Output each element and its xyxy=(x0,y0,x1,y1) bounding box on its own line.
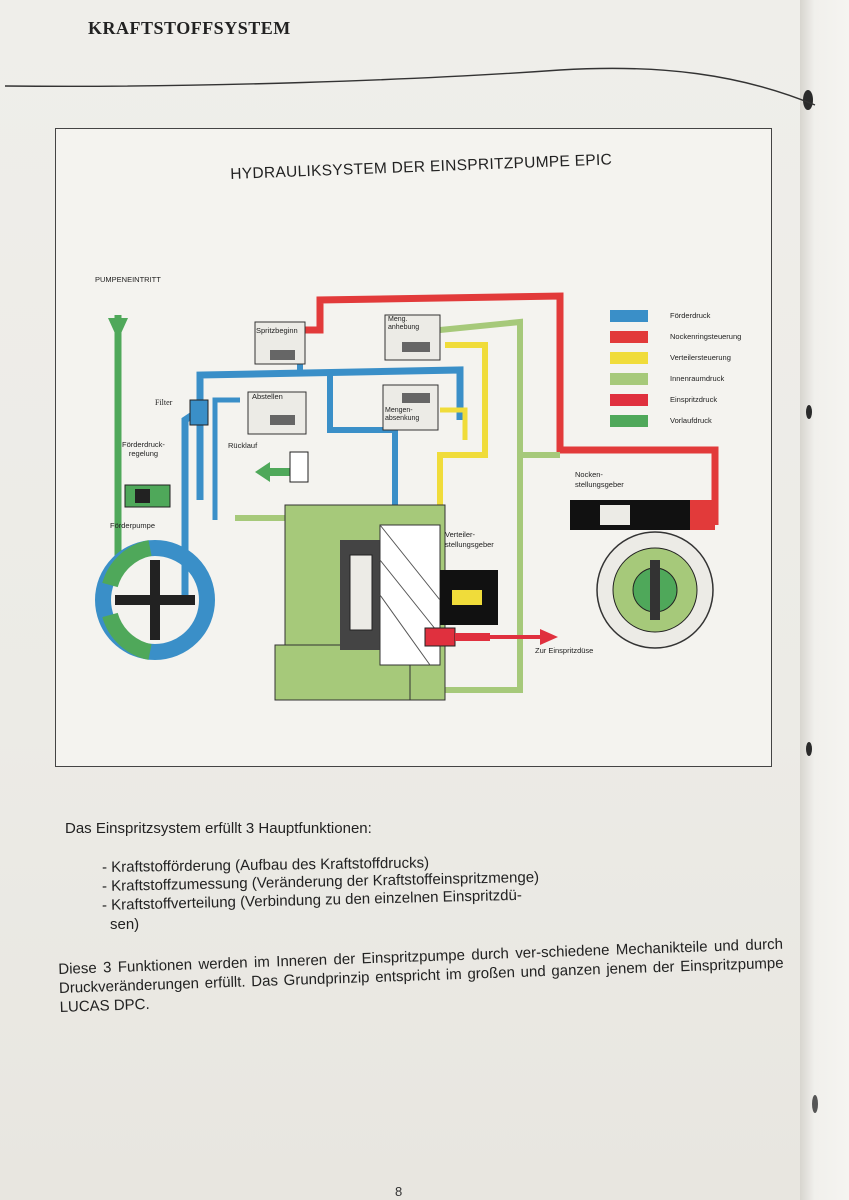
label-pumpeneintritt: PUMPENEINTRITT xyxy=(95,275,161,284)
legend-entry: Verteilersteuerung xyxy=(610,347,741,368)
label-mengenabsenkung: Mengen- absenkung xyxy=(385,407,419,423)
intro-text: Das Einspritzsystem erfüllt 3 Hauptfunkt… xyxy=(65,820,372,837)
label-filter: Filter xyxy=(155,398,173,407)
label-spritzbeginn: Spritzbeginn xyxy=(256,326,298,335)
legend-swatch xyxy=(610,351,648,364)
label-verteilerstellungsgeber: Verteiler- stellungsgeber xyxy=(445,530,494,550)
label-line: regelung xyxy=(128,449,159,458)
hydraulic-diagram xyxy=(95,292,719,701)
label-mengenanhebung: Meng. anhebung xyxy=(388,316,419,332)
label-line: stellungsgeber xyxy=(575,480,624,489)
legend-label: Verteilersteuerung xyxy=(670,353,731,362)
label-ruecklauf: Rücklauf xyxy=(228,441,258,450)
label-line: stellungsgeber xyxy=(445,540,494,549)
label-line: Nocken- xyxy=(575,470,603,479)
legend-label: Nockenringsteuerung xyxy=(670,332,742,341)
legend-label: Vorlaufdruck xyxy=(670,416,712,425)
label-line: anhebung xyxy=(388,324,420,331)
legend-entry: Einspritzdruck xyxy=(610,389,741,410)
legend-label: Innenraumdruck xyxy=(670,374,725,383)
label-line: absenkung xyxy=(385,415,420,422)
binder-hole xyxy=(806,405,812,419)
legend-swatch xyxy=(610,330,648,343)
legend-swatch xyxy=(610,309,648,322)
section-header: KRAFTSTOFFSYSTEM xyxy=(88,18,291,38)
label-line: Meng. xyxy=(388,316,408,323)
binder-hole xyxy=(803,90,813,110)
function-list: - Kraftstofförderung (Aufbau des Kraftst… xyxy=(102,854,539,934)
label-zur-einspritzduese: Zur Einspritzdüse xyxy=(535,646,594,655)
legend-label: Förderdruck xyxy=(670,311,711,320)
legend-swatch xyxy=(610,372,648,385)
legend-swatch xyxy=(610,393,648,406)
label-foerderpumpe: Förderpumpe xyxy=(110,521,156,530)
legend-entry: Förderdruck xyxy=(610,305,741,326)
page-number: 8 xyxy=(395,1184,403,1199)
label-nockenstellungsgeber: Nocken- stellungsgeber xyxy=(575,470,624,490)
legend-label: Einspritzdruck xyxy=(670,395,718,404)
label-line: Mengen- xyxy=(385,407,413,414)
legend-entry: Vorlaufdruck xyxy=(610,410,741,431)
label-line: Förderdruck- xyxy=(122,440,165,449)
page-edge xyxy=(800,0,849,1200)
label-foerderdruckregelung: Förderdruck- regelung xyxy=(122,440,165,458)
label-line: Verteiler- xyxy=(445,530,476,539)
binder-hole xyxy=(806,742,812,756)
binder-hole xyxy=(812,1095,818,1113)
list-item-continuation: sen) xyxy=(110,916,140,933)
legend-swatch xyxy=(610,414,648,427)
legend-entry: Nockenringsteuerung xyxy=(610,326,741,347)
header-rule xyxy=(4,67,816,106)
legend-entry: Innenraumdruck xyxy=(610,368,741,389)
label-abstellen: Abstellen xyxy=(252,392,283,401)
